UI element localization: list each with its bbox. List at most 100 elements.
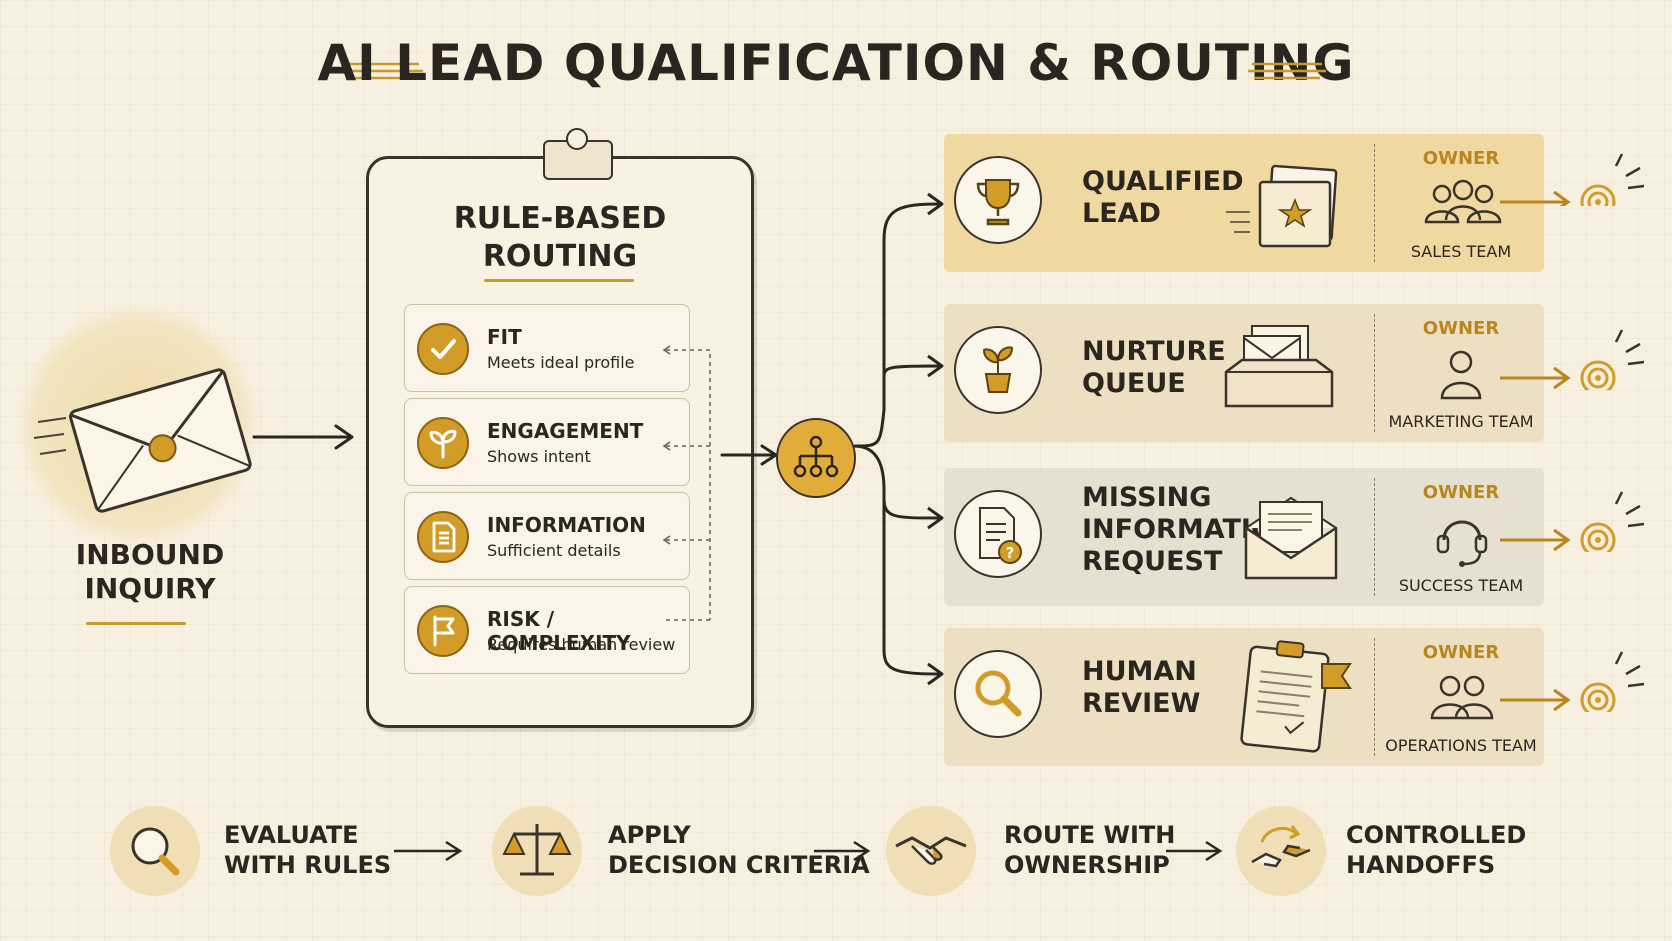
- rule-box-title-line2: ROUTING: [482, 239, 638, 274]
- clipboard-ring: [566, 128, 588, 150]
- inbox-tray-icon: [1224, 325, 1334, 408]
- plant-pot-icon: [954, 326, 1042, 414]
- route-missing-information: ? MISSING INFORMATION REQUEST OWNER SUCC…: [944, 468, 1544, 606]
- scales-icon: [502, 824, 572, 876]
- rule-based-routing-title: RULE-BASED ROUTING: [366, 200, 754, 276]
- step-line2: WITH RULES: [224, 851, 392, 879]
- magnifier-icon: [131, 827, 180, 876]
- check-icon: [417, 323, 469, 375]
- route-label-line1: MISSING: [1082, 482, 1212, 513]
- trophy-icon: [954, 156, 1042, 244]
- open-envelope-icon: [1244, 496, 1338, 580]
- starred-folder-icon: [1226, 164, 1338, 248]
- hierarchy-icon: [793, 435, 839, 478]
- inbound-inquiry-label: INBOUND INQUIRY: [40, 538, 260, 606]
- step-route-circle: [886, 806, 976, 896]
- title-right-decoration: [1248, 62, 1326, 80]
- owner-label: OWNER: [1422, 318, 1500, 339]
- group-people-icon: [1424, 179, 1502, 224]
- team-label: MARKETING TEAM: [1388, 412, 1534, 431]
- title-left-decoration: [345, 62, 423, 80]
- target-arrow-4: [1500, 651, 1645, 712]
- rule-card-information: INFORMATION Sufficient details: [404, 492, 690, 580]
- document-question-icon: ?: [954, 490, 1042, 578]
- route-label: HUMAN REVIEW: [1082, 656, 1200, 720]
- step-arrow-2: [814, 840, 871, 862]
- rule-connectors: [662, 345, 711, 621]
- team-label: SUCCESS TEAM: [1398, 576, 1524, 595]
- route-label-line2: QUEUE: [1082, 368, 1186, 399]
- target-arrow-2: [1500, 329, 1645, 390]
- step-apply-circle: [492, 806, 582, 896]
- step-handoff-circle: [1236, 806, 1326, 896]
- route-label-line2: LEAD: [1082, 198, 1161, 229]
- step-arrow-3: [1166, 840, 1223, 862]
- rule-title: INFORMATION: [487, 513, 646, 537]
- headset-icon: [1436, 520, 1488, 567]
- step-handoff-text: CONTROLLED HANDOFFS: [1346, 820, 1526, 880]
- team-label: SALES TEAM: [1410, 242, 1512, 261]
- rule-title: FIT: [487, 325, 522, 349]
- route-label-line1: HUMAN: [1082, 656, 1197, 687]
- step-evaluate-text: EVALUATE WITH RULES: [224, 820, 391, 880]
- step-line2: DECISION CRITERIA: [608, 851, 870, 879]
- envelope-icon: [33, 368, 252, 513]
- route-human-review: HUMAN REVIEW OWNER OPERATIONS TEAM: [944, 628, 1544, 766]
- step-line1: CONTROLLED: [1346, 821, 1527, 849]
- flag-icon: [417, 605, 469, 657]
- rule-subtitle: Requires human review: [487, 635, 676, 654]
- rule-box-title-line1: RULE-BASED: [453, 201, 667, 236]
- route-label-line2: REVIEW: [1082, 688, 1201, 719]
- step-line2: OWNERSHIP: [1004, 851, 1170, 879]
- route-qualified-lead: QUALIFIED LEAD OWNER SALES TEAM: [944, 134, 1544, 272]
- step-line2: HANDOFFS: [1346, 851, 1496, 879]
- step-apply-text: APPLY DECISION CRITERIA: [608, 820, 870, 880]
- rule-card-fit: FIT Meets ideal profile: [404, 304, 690, 392]
- route-label: QUALIFIED LEAD: [1082, 166, 1244, 230]
- branch-arrows: [853, 192, 944, 686]
- owner-label: OWNER: [1422, 482, 1500, 503]
- rule-title: RISK / COMPLEXITY: [487, 607, 631, 655]
- sprout-icon: [417, 417, 469, 469]
- owner-label: OWNER: [1422, 148, 1500, 169]
- owner-divider: [1374, 478, 1375, 596]
- step-arrow-1: [394, 840, 463, 862]
- svg-text:?: ?: [1006, 544, 1015, 562]
- handoff-icon: [1251, 825, 1311, 868]
- route-nurture-queue: NURTURE QUEUE OWNER MARKETING TEAM: [944, 304, 1544, 442]
- two-people-icon: [1430, 675, 1494, 720]
- route-label-line3: REQUEST: [1082, 546, 1223, 577]
- step-line1: APPLY: [608, 821, 691, 849]
- review-clipboard-icon: [1240, 640, 1352, 753]
- handshake-icon: [895, 836, 967, 865]
- step-evaluate-circle: [110, 806, 200, 896]
- rule-title: ENGAGEMENT: [487, 419, 644, 443]
- rule-card-engagement: ENGAGEMENT Shows intent: [404, 398, 690, 486]
- rule-subtitle: Shows intent: [487, 447, 591, 466]
- page-title: AI LEAD QUALIFICATION & ROUTING: [317, 34, 1355, 92]
- owner-label: OWNER: [1422, 642, 1500, 663]
- magnifier-icon: [954, 650, 1042, 738]
- routing-hub: [776, 418, 856, 498]
- step-line1: ROUTE WITH: [1004, 821, 1176, 849]
- document-icon: [417, 511, 469, 563]
- person-icon: [1440, 350, 1482, 400]
- inbound-label-line2: INQUIRY: [84, 572, 216, 605]
- owner-divider: [1374, 314, 1375, 432]
- owner-divider: [1374, 638, 1375, 756]
- target-arrow-3: [1500, 491, 1645, 552]
- inbound-arrow: [252, 424, 354, 450]
- route-label-line1: QUALIFIED: [1082, 166, 1244, 197]
- inbound-label-line1: INBOUND: [75, 538, 225, 571]
- rule-subtitle: Sufficient details: [487, 541, 621, 560]
- route-label: NURTURE QUEUE: [1082, 336, 1226, 400]
- rule-box-underline: [484, 279, 634, 282]
- route-label-line1: NURTURE: [1082, 336, 1226, 367]
- inbound-underline: [86, 622, 186, 625]
- panel-to-hub-arrow: [720, 444, 778, 466]
- step-line1: EVALUATE: [224, 821, 359, 849]
- rule-card-risk: RISK / COMPLEXITY Requires human review: [404, 586, 690, 674]
- owner-divider: [1374, 144, 1375, 262]
- team-label: OPERATIONS TEAM: [1385, 736, 1537, 755]
- rule-subtitle: Meets ideal profile: [487, 353, 635, 372]
